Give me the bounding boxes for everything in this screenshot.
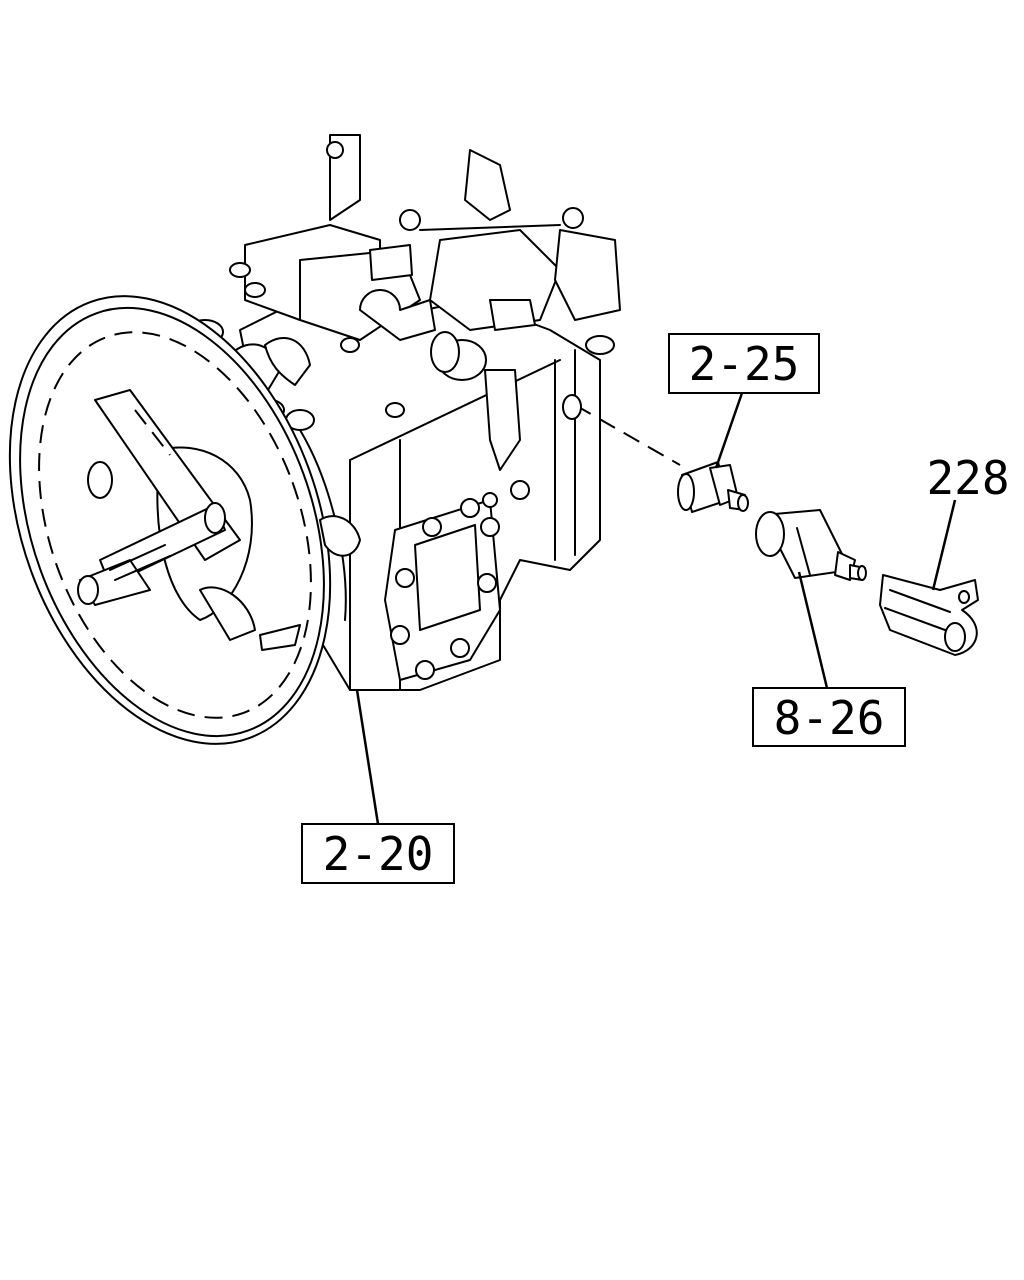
plug-part	[677, 461, 749, 513]
leader-line-228	[931, 499, 957, 591]
callout-label: 2-20	[323, 827, 434, 881]
leader-line-2-25	[714, 392, 744, 469]
mounting-boss	[562, 394, 582, 420]
assembly-axis-line	[574, 404, 681, 466]
callout-2-20[interactable]: 2-20	[301, 823, 455, 884]
callout-2-25[interactable]: 2-25	[668, 333, 820, 394]
inspection-cover	[384, 480, 530, 681]
callout-label: 2-25	[689, 337, 800, 391]
callout-label: 228	[926, 451, 1009, 505]
callout-228[interactable]: 228	[926, 451, 1009, 505]
leader-line-8-26	[797, 571, 829, 689]
input-shaft	[77, 389, 241, 606]
callout-label: 8-26	[774, 691, 885, 745]
switch-part	[755, 509, 867, 581]
leader-line-2-20	[355, 689, 380, 825]
callout-8-26[interactable]: 8-26	[752, 687, 906, 747]
cover-bracket-part	[879, 574, 979, 656]
transmission-assembly	[8, 134, 621, 745]
